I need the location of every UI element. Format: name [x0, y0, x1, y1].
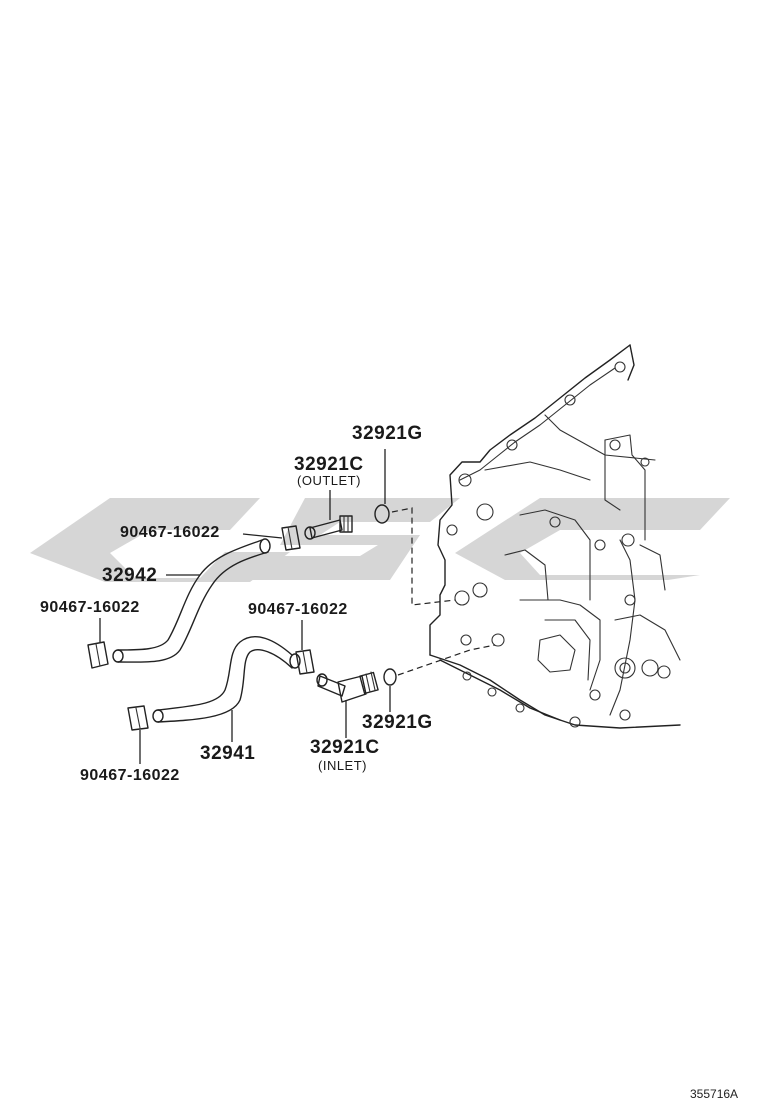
watermark-c-stroke	[455, 498, 730, 580]
gasket-bottom	[383, 668, 397, 712]
watermark-s-stroke	[250, 498, 460, 580]
label-hose-lower: 32941	[200, 743, 256, 764]
hose-upper	[112, 538, 271, 663]
drawing-code: 355716A	[690, 1087, 739, 1101]
label-clip-left: 90467-16022	[40, 599, 140, 616]
union-inlet	[316, 671, 379, 738]
label-union-outlet: 32921C	[294, 454, 364, 475]
label-hose-upper: 32942	[102, 565, 158, 586]
label-union-outlet-note: (OUTLET)	[297, 473, 361, 488]
label-clip-bottom: 90467-16022	[80, 767, 180, 784]
hose-lower	[152, 636, 301, 742]
watermark-shapes	[30, 498, 730, 582]
label-gasket-top: 32921G	[352, 423, 423, 444]
clip-bottom	[127, 705, 149, 764]
label-union-inlet-note: (INLET)	[318, 758, 367, 773]
clip-top	[242, 525, 301, 551]
gasket-top	[374, 449, 390, 524]
label-gasket-bottom: 32921G	[362, 712, 433, 733]
watermark-g-stroke	[30, 498, 290, 582]
transmission-case	[429, 344, 681, 729]
label-union-inlet: 32921C	[310, 737, 380, 758]
union-outlet	[304, 490, 353, 540]
label-clip-top: 90467-16022	[120, 524, 220, 541]
clip-left	[87, 618, 109, 669]
label-clip-mid: 90467-16022	[248, 601, 348, 618]
